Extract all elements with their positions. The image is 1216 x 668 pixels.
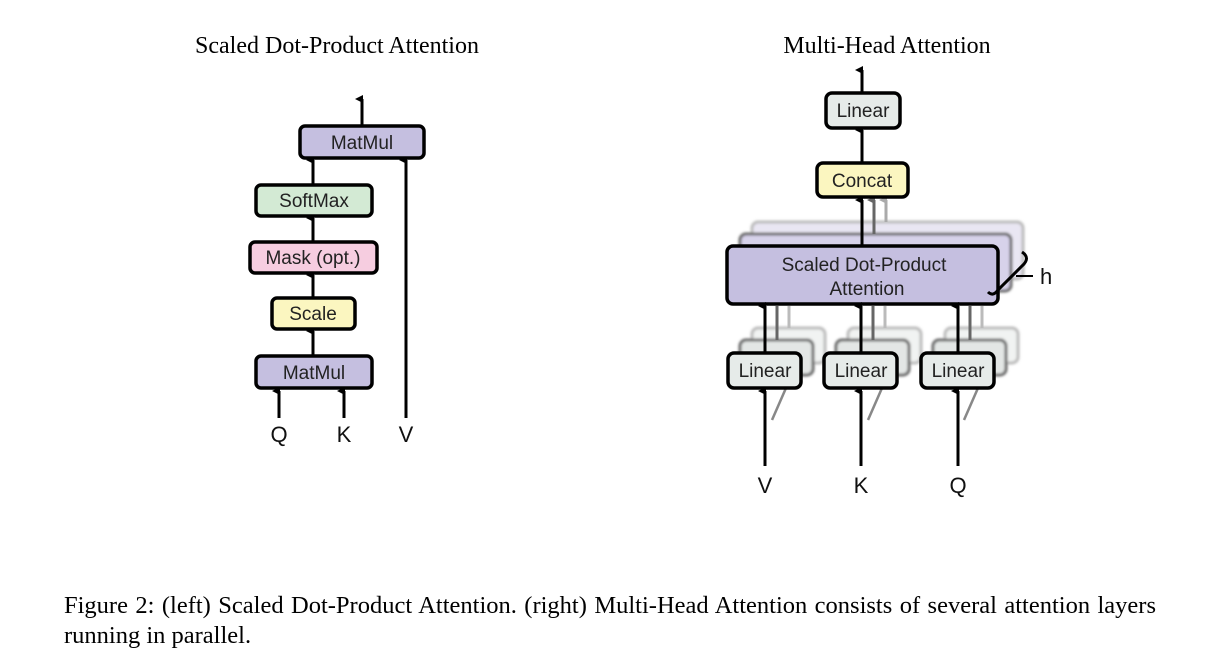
svg-text:Scale: Scale xyxy=(289,304,337,325)
figure-caption: Figure 2: (left) Scaled Dot-Product Atte… xyxy=(64,592,1156,649)
svg-text:SoftMax: SoftMax xyxy=(279,191,349,212)
q-input-label: Q xyxy=(949,473,966,498)
scale-block: Scale xyxy=(270,296,357,331)
heads-count-label: h xyxy=(1040,264,1052,289)
svg-text:Linear: Linear xyxy=(835,361,888,382)
svg-text:Scaled Dot-Product: Scaled Dot-Product xyxy=(782,255,947,276)
scaled-dot-product-diagram: MatMul SoftMax Mask (opt.) Scale MatMul … xyxy=(248,95,426,447)
svg-text:Linear: Linear xyxy=(837,101,890,122)
matmul-bottom-block: MatMul xyxy=(254,354,374,390)
svg-text:Linear: Linear xyxy=(932,361,985,382)
v-input-label: V xyxy=(399,422,414,447)
svg-text:Attention: Attention xyxy=(830,279,905,300)
svg-text:Mask (opt.): Mask (opt.) xyxy=(265,248,360,269)
k-input-label: K xyxy=(337,422,352,447)
v-input-label: V xyxy=(758,473,773,498)
multi-head-attention-diagram: Linear Concat Scaled Dot-Product Attenti… xyxy=(725,66,1052,498)
linear-output-block: Linear xyxy=(824,91,902,130)
linear-v-block: Linear xyxy=(726,351,803,390)
linear-ghost-connectors xyxy=(770,306,984,421)
right-panel-title: Multi-Head Attention xyxy=(783,33,991,59)
q-input-label: Q xyxy=(270,422,287,447)
linear-q-block: Linear xyxy=(919,351,996,390)
left-panel-title: Scaled Dot-Product Attention xyxy=(195,33,479,59)
softmax-block: SoftMax xyxy=(254,183,374,218)
linear-k-block: Linear xyxy=(822,351,899,390)
concat-block: Concat xyxy=(815,161,910,199)
scaled-dot-product-attention-block: Scaled Dot-Product Attention xyxy=(725,244,1000,306)
svg-text:MatMul: MatMul xyxy=(283,363,345,384)
svg-text:Linear: Linear xyxy=(739,361,792,382)
svg-text:Concat: Concat xyxy=(832,171,893,192)
heads-brace: h xyxy=(986,250,1052,296)
k-input-label: K xyxy=(854,473,869,498)
matmul-top-block: MatMul xyxy=(298,124,426,160)
mask-block: Mask (opt.) xyxy=(248,240,379,275)
svg-text:MatMul: MatMul xyxy=(331,133,393,154)
